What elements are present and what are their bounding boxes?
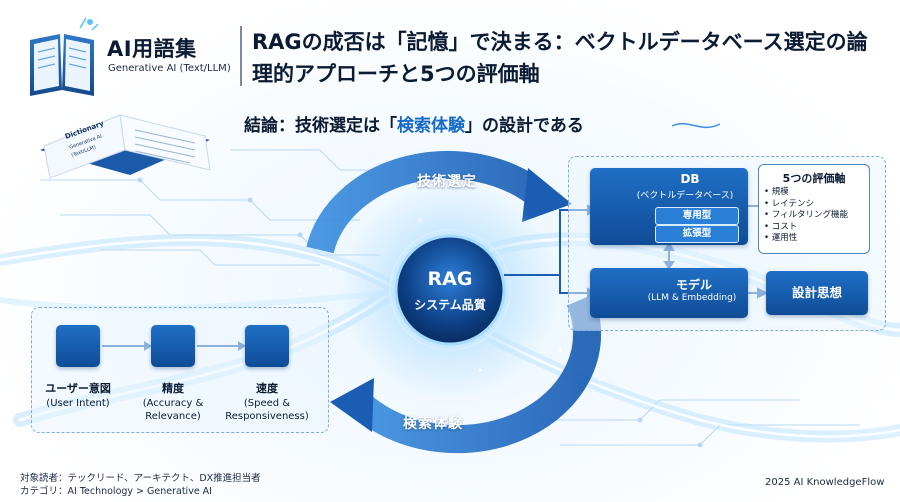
- swirl-decoration: [671, 122, 721, 129]
- loop-label-tech-selection: 技術選定: [417, 174, 477, 190]
- step-user-intent-label: ユーザー意図: [45, 382, 111, 395]
- conclusion-highlight: 検索体験: [397, 116, 465, 136]
- step-speed-box: [245, 325, 289, 367]
- evaluation-item: 運用性: [764, 233, 848, 245]
- evaluation-item: フィルタリング機能: [764, 210, 848, 222]
- evaluation-list: 規模 レイテンシ フィルタリング機能 コスト 運用性: [764, 187, 848, 245]
- brand-subtitle: Generative AI (Text/LLM): [108, 63, 231, 74]
- header-divider: [240, 26, 242, 86]
- step-speed-label: 速度: [256, 382, 278, 395]
- rag-orb: [394, 234, 506, 346]
- page-title: RAGの成否は「記憶」で決まる：ベクトルデータベース選定の論理的アプローチと5つ…: [252, 30, 868, 86]
- evaluation-item: レイテンシ: [764, 199, 848, 211]
- conclusion-suffix: 」の設計である: [465, 116, 584, 136]
- conclusion-prefix: 結論：技術選定は「: [244, 116, 397, 136]
- db-title: DB: [680, 172, 700, 186]
- model-title: モデル: [675, 278, 712, 292]
- evaluation-title: 5つの評価軸: [782, 172, 846, 185]
- step-user-intent-desc: (User Intent): [46, 398, 110, 409]
- db-subtitle: (ベクトルデータベース): [636, 191, 734, 201]
- cycle-arrows: [306, 150, 602, 454]
- conclusion-text: 結論：技術選定は「検索体験」の設計である: [244, 111, 584, 136]
- db-tag-extension: 拡張型: [655, 225, 739, 243]
- footer-audience: 対象読者：テックリード、アーキテクト、DX推進担当者: [20, 473, 261, 484]
- model-subtitle: (LLM & Embedding): [647, 293, 737, 303]
- rag-node-subtitle: システム品質: [414, 298, 486, 312]
- step-user-intent-box: [56, 325, 100, 367]
- rag-node-title: RAG: [427, 268, 473, 290]
- footer-brand: 2025 AI KnowledgeFlow: [765, 477, 885, 488]
- dictionary-book-icon: Dictionary Generative AI (Text/LLM): [40, 114, 211, 179]
- evaluation-item: コスト: [764, 222, 848, 234]
- step-accuracy-desc: (Accuracy & Relevance): [142, 398, 204, 422]
- footer-category: カテゴリ：AI Technology > Generative AI: [20, 486, 212, 497]
- circuit-lines: [40, 149, 860, 448]
- step-accuracy-box: [151, 325, 195, 367]
- model-box: [590, 268, 748, 318]
- loop-label-search-experience: 検索体験: [403, 416, 463, 432]
- book-logo-icon: [30, 17, 99, 96]
- evaluation-item: 規模: [764, 187, 848, 199]
- db-tag-dedicated: 専用型: [655, 207, 739, 225]
- step-accuracy-label: 精度: [162, 382, 184, 395]
- design-philosophy-box: 設計思想: [766, 271, 868, 315]
- brand-title: AI用語集: [107, 37, 197, 61]
- step-speed-desc: (Speed & Responsiveness): [225, 398, 309, 422]
